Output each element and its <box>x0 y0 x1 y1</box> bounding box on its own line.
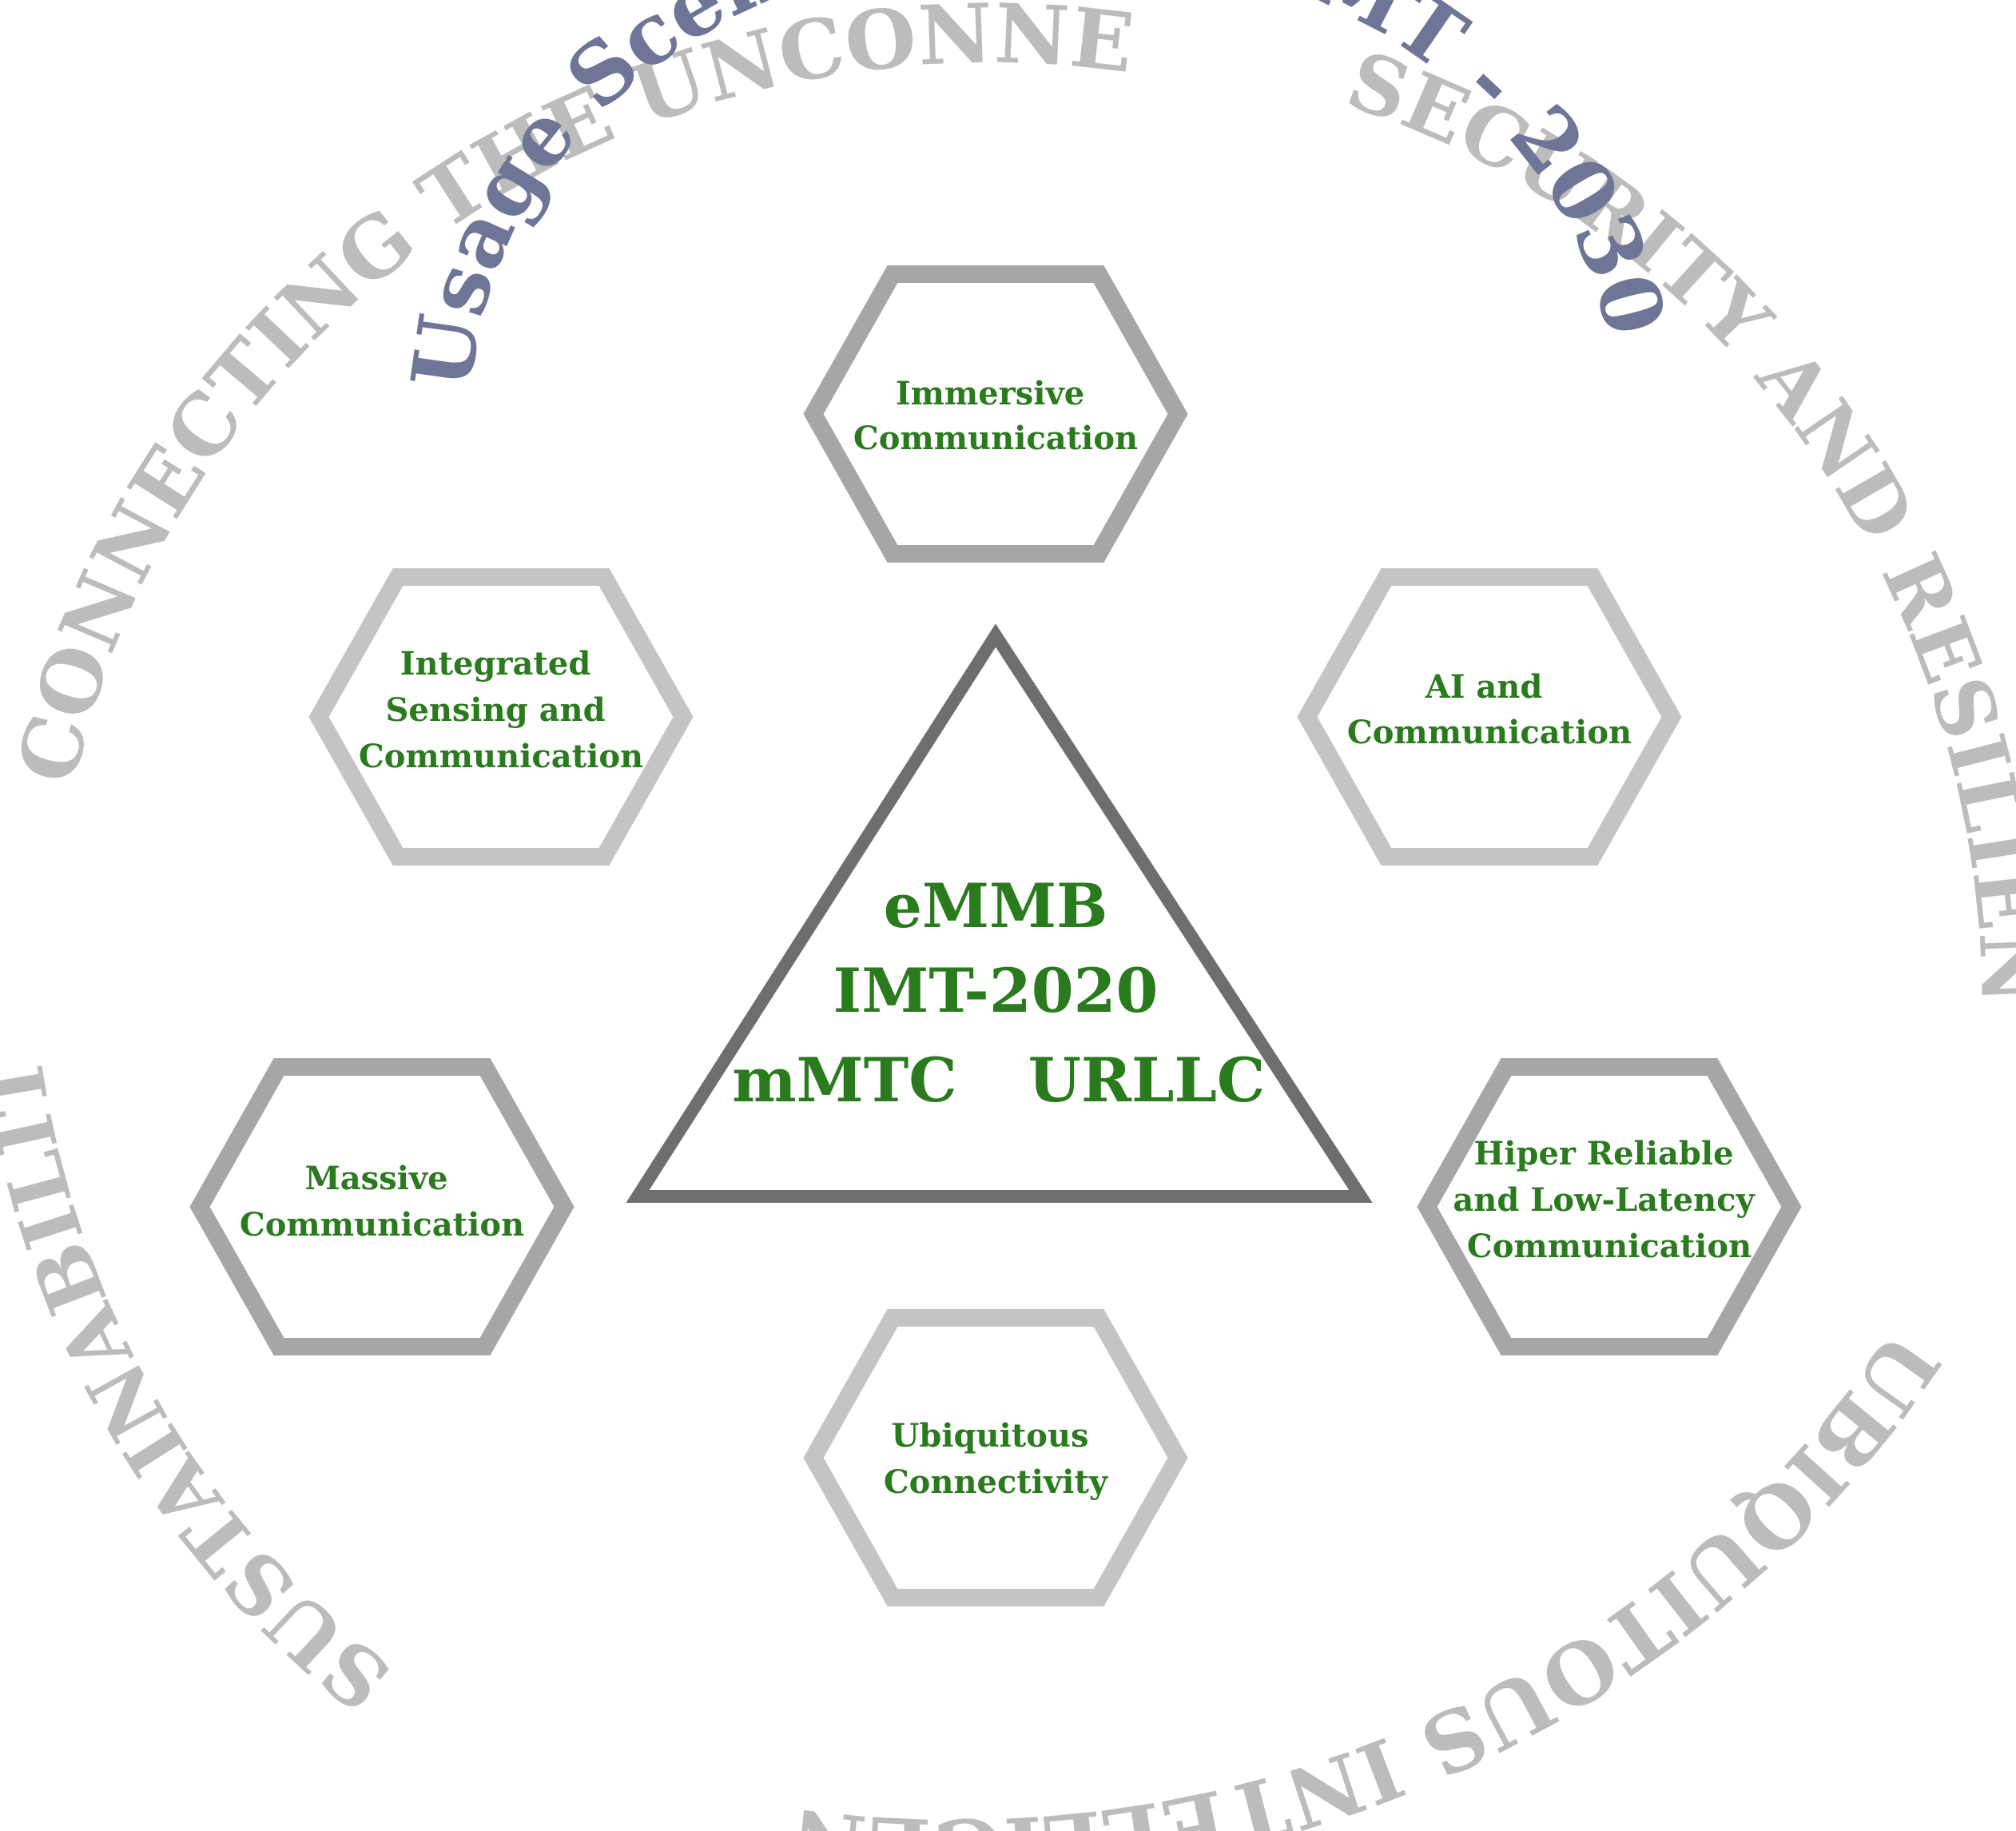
hex-label: Ubiquitous Connectivity <box>884 1417 1109 1501</box>
hex-ubiquitous-connectivity: Ubiquitous Connectivity <box>803 1309 1188 1606</box>
hex-massive-communication: Massive Communication <box>189 1058 575 1355</box>
hex-integrated-sensing-communication: Integrated Sensing and Communication <box>308 568 694 866</box>
center-imt-2020: IMT-2020 <box>833 955 1159 1026</box>
hex-label: Massive Communication <box>240 1160 524 1244</box>
hex-hiper-reliable-low-latency: Hiper Reliable and Low-Latency Communica… <box>1417 1058 1802 1355</box>
hex-label: Immersive Communication <box>853 375 1138 457</box>
hex-label: AI and Communication <box>1347 668 1632 751</box>
center-urllc: URLLC <box>1028 1045 1266 1116</box>
center-triangle-imt-2020: eMMB IMT-2020 mMTC URLLC <box>626 623 1373 1203</box>
hex-label: Integrated Sensing and Communication <box>359 645 643 775</box>
hex-label: Hiper Reliable and Low-Latency Communica… <box>1453 1135 1765 1265</box>
center-emmb: eMMB <box>884 870 1108 941</box>
center-mmtc: mMTC <box>732 1045 957 1116</box>
hex-ai-communication: AI and Communication <box>1297 568 1682 866</box>
hex-immersive-communication: Immersive Communication <box>803 265 1188 563</box>
